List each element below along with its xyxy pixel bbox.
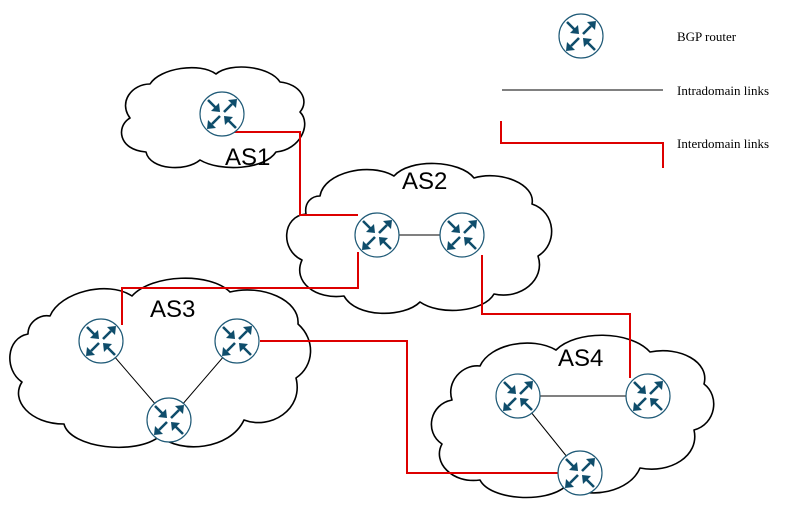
interdomain-link-r1-r2a bbox=[230, 131, 358, 216]
router-icon bbox=[438, 211, 486, 259]
router-icon bbox=[77, 317, 125, 365]
legend-interdomain-label: Interdomain links bbox=[677, 136, 769, 151]
interdomain-link-r2a-r3a bbox=[121, 252, 359, 325]
router-icon bbox=[198, 90, 246, 138]
as3-label: AS3 bbox=[150, 296, 195, 323]
interdomain-link-r3b-r4c bbox=[260, 340, 558, 474]
router-icon bbox=[145, 396, 193, 444]
as4-label: AS4 bbox=[558, 345, 603, 372]
legend-router-label: BGP router bbox=[677, 29, 737, 44]
as2-cloud bbox=[285, 162, 553, 315]
router-icon bbox=[213, 317, 261, 365]
router-icon bbox=[353, 211, 401, 259]
router-icon bbox=[556, 449, 604, 497]
router-icon bbox=[624, 372, 672, 420]
as1-label: AS1 bbox=[225, 144, 270, 171]
interdomain-link-r2b-r4b bbox=[481, 255, 631, 378]
as2-label: AS2 bbox=[402, 168, 447, 195]
legend-router-icon bbox=[557, 12, 605, 60]
legend-intradomain-label: Intradomain links bbox=[677, 83, 769, 98]
legend-interdomain-line bbox=[500, 121, 664, 168]
legend: BGP router Intradomain links Interdomain… bbox=[500, 12, 769, 168]
router-icon bbox=[494, 372, 542, 420]
